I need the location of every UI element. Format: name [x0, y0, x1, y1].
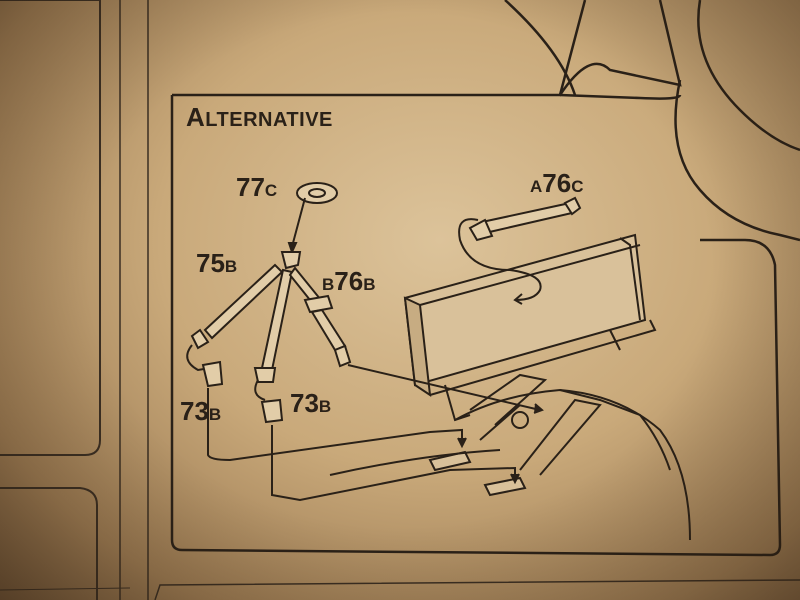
- part-label-73b-left: 73B: [180, 398, 221, 424]
- part-number: 73: [180, 396, 209, 426]
- part-suffix: B: [363, 275, 376, 294]
- part-prefix: B: [322, 275, 335, 294]
- part-number: 75: [196, 248, 225, 278]
- belt-assembly-75b: [186, 182, 544, 502]
- part-number: 73: [290, 388, 319, 418]
- part-suffix: B: [224, 257, 238, 276]
- part-number: 77: [236, 172, 265, 202]
- part-suffix: B: [318, 397, 332, 416]
- part-label-75b: 75B: [196, 250, 237, 276]
- part-label-76c: A76C: [530, 170, 583, 196]
- background-drawing: [504, 0, 800, 242]
- part-label-76b: B76B: [322, 268, 375, 294]
- part-number: 76: [334, 266, 364, 296]
- seat-illustration: [329, 233, 691, 541]
- title-rest: LTERNATIVE: [205, 109, 333, 131]
- belt-76c: [458, 196, 582, 305]
- section-title: ALTERNATIVE: [186, 104, 333, 130]
- part-suffix: C: [571, 177, 584, 196]
- part-suffix: C: [264, 181, 278, 200]
- part-label-77c: 77C: [236, 174, 277, 200]
- part-prefix: A: [530, 177, 543, 196]
- part-suffix: B: [208, 405, 222, 424]
- part-label-73b-right: 73B: [290, 390, 331, 416]
- title-initial: A: [186, 102, 206, 132]
- part-number: 76: [542, 168, 572, 198]
